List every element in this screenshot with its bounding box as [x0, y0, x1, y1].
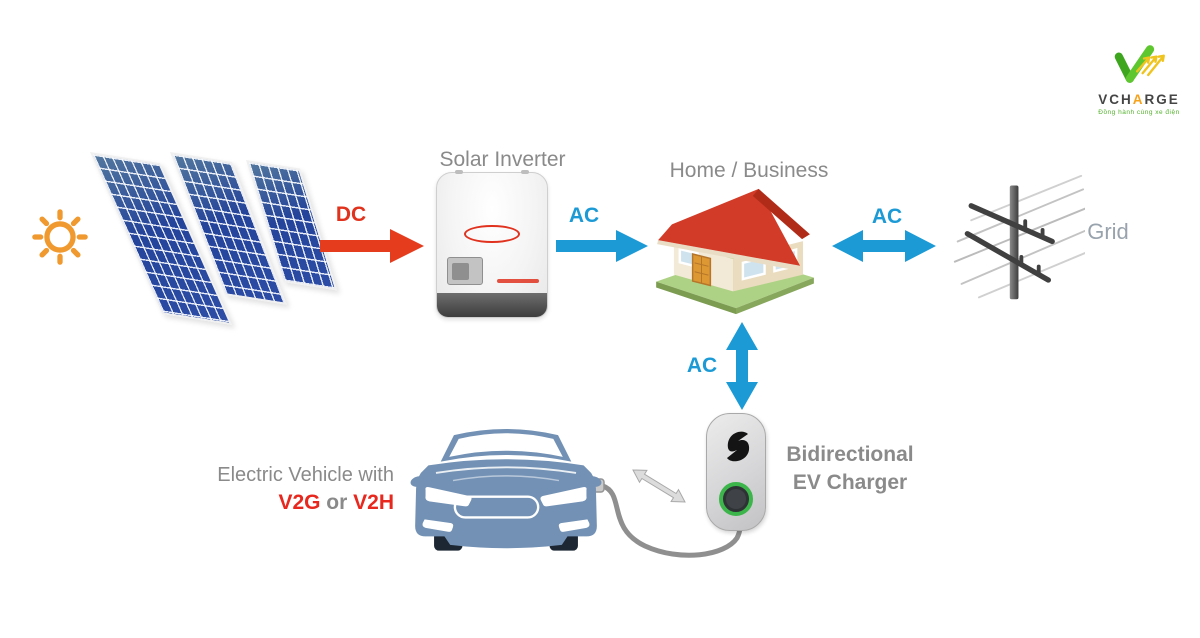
inverter-mount-tab [521, 170, 529, 174]
ac-double-arrow-icon [832, 230, 936, 262]
charger-label: Bidirectional EV Charger [772, 441, 928, 497]
electric-vehicle-illustration [410, 428, 602, 551]
vcharge-logo: VCHARGE Đồng hành cùng xe điện [1086, 42, 1192, 116]
v2g-text: V2G [278, 491, 321, 514]
inverter-display [447, 257, 483, 285]
house-illustration [656, 188, 814, 315]
vcharge-logo-icon [1114, 45, 1165, 83]
vcharge-tagline: Đồng hành cùng xe điện [1098, 109, 1180, 116]
inverter-brand-badge [464, 225, 520, 243]
charger-socket [719, 482, 753, 516]
home-business-label: Home / Business [669, 159, 829, 182]
solar-inverter-illustration [436, 170, 548, 318]
or-text: or [320, 491, 354, 514]
ev-charger-illustration [706, 413, 766, 531]
charger-label-line2: EV Charger [792, 471, 908, 494]
ac-flow-label: AC [686, 354, 718, 377]
v2h-text: V2H [353, 491, 394, 514]
inverter-heatsink [437, 293, 547, 317]
charger-brand-icon [727, 431, 750, 462]
grid-label: Grid [1087, 219, 1129, 244]
ev-label-line1: Electric Vehicle with [217, 464, 394, 486]
inverter-model-text [497, 279, 539, 283]
charger-label-line1: Bidirectional [786, 443, 914, 466]
dc-flow-label: DC [335, 203, 367, 226]
dc-arrow-icon [320, 229, 424, 263]
brand-part1: VCH [1098, 92, 1133, 107]
ac-arrow-icon [556, 230, 648, 262]
ac-flow-label: AC [871, 205, 903, 228]
brand-part3: RGE [1144, 92, 1180, 107]
grid-illustration [953, 174, 1085, 300]
solar-inverter-label: Solar Inverter [439, 148, 566, 171]
bidirectional-flow-icon [632, 469, 686, 503]
brand-part2: A [1132, 92, 1145, 107]
inverter-mount-tab [455, 170, 463, 174]
ac-vertical-double-arrow-icon [726, 322, 758, 410]
sun-icon [32, 209, 88, 265]
ev-label-line2: V2G or V2H [168, 491, 394, 515]
vcharge-logo-text: VCHARGE [1086, 92, 1192, 107]
ac-flow-label: AC [568, 204, 600, 227]
ev-label: Electric Vehicle with V2G or V2H [168, 464, 394, 515]
